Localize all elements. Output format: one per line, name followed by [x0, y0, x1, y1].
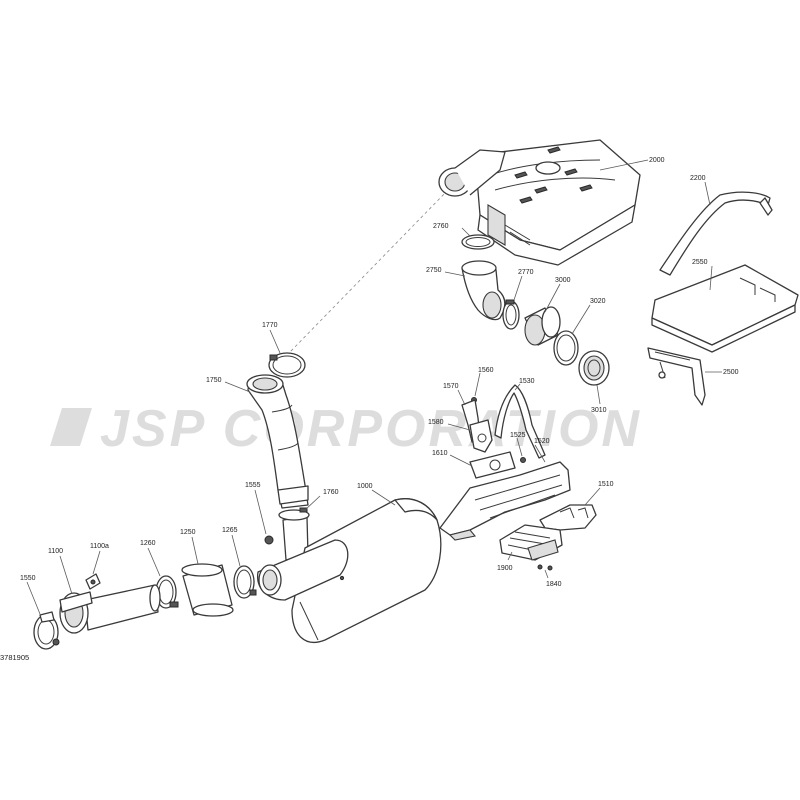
label-2770[interactable]: 2770 [518, 269, 534, 276]
strap-1530-part[interactable] [494, 384, 546, 459]
leader-1510 [584, 487, 601, 506]
leader-3000 [544, 283, 561, 313]
sensor-bung-1100a-part[interactable] [85, 573, 101, 590]
leader-2000 [599, 159, 649, 171]
label-1900[interactable]: 1900 [497, 565, 513, 572]
assembly-dash-line [289, 189, 449, 353]
leader-1100a [92, 550, 101, 575]
grille-1900-part[interactable] [499, 524, 563, 561]
support-bracket-part[interactable] [647, 347, 706, 406]
label-1750[interactable]: 1750 [206, 377, 222, 384]
watermark-logo-icon [50, 408, 92, 446]
sensor-1610-part[interactable] [469, 451, 516, 479]
leader-1555 [254, 489, 267, 535]
nut-1555-part[interactable] [264, 535, 274, 545]
leader-1520 [534, 444, 546, 463]
airbox-part[interactable] [438, 139, 641, 266]
elbow-boot-2750-part[interactable] [461, 260, 506, 321]
leader-1900 [507, 551, 513, 561]
leader-1750 [224, 381, 251, 393]
screw-1525-part[interactable] [520, 457, 526, 463]
label-1265[interactable]: 1265 [222, 527, 238, 534]
label-1550[interactable]: 1550 [20, 575, 36, 582]
label-1840[interactable]: 1840 [546, 581, 562, 588]
leader-1000 [371, 489, 396, 506]
leader-1250 [191, 536, 199, 565]
label-1770[interactable]: 1770 [262, 322, 278, 329]
header-pipe-1100-part[interactable] [59, 584, 161, 634]
leader-1265 [231, 534, 241, 567]
leader-1550 [26, 581, 41, 615]
label-1250[interactable]: 1250 [180, 529, 196, 536]
label-1560[interactable]: 1560 [478, 367, 494, 374]
leader-1610 [449, 454, 473, 467]
label-1100a[interactable]: 1100a [90, 543, 109, 550]
label-2500[interactable]: 2500 [723, 369, 739, 376]
sleeve-1250-part[interactable] [181, 563, 234, 617]
leader-2750 [444, 271, 466, 277]
leader-1840 [544, 569, 549, 579]
leader-1100 [59, 555, 73, 595]
label-1530[interactable]: 1530 [519, 378, 535, 385]
label-2750[interactable]: 2750 [426, 267, 442, 274]
leader-3010 [596, 384, 601, 405]
v-band-clamp-1550-part[interactable] [33, 611, 60, 650]
heat-shield-plate-part[interactable] [651, 264, 799, 353]
leader-1525 [516, 437, 523, 457]
label-1260[interactable]: 1260 [140, 540, 156, 547]
coupler-3000-part[interactable] [524, 306, 561, 346]
label-1000[interactable]: 1000 [357, 483, 373, 490]
leader-1760 [304, 495, 321, 511]
label-1610[interactable]: 1610 [432, 450, 448, 457]
label-2550[interactable]: 2550 [692, 259, 708, 266]
flange-3010-part[interactable] [578, 350, 610, 386]
leader-2200 [704, 181, 711, 206]
clamp-1770-part[interactable] [268, 352, 306, 378]
watermark-text: JSP CORPORATION [100, 400, 642, 458]
label-1510[interactable]: 1510 [598, 481, 614, 488]
label-3010[interactable]: 3010 [591, 407, 607, 414]
screws-1840-part[interactable] [537, 564, 553, 571]
label-2760[interactable]: 2760 [433, 223, 449, 230]
label-2000[interactable]: 2000 [649, 157, 665, 164]
leader-2770 [513, 275, 523, 301]
label-1760[interactable]: 1760 [323, 489, 339, 496]
leader-1560 [474, 372, 481, 397]
label-1555[interactable]: 1555 [245, 482, 261, 489]
leader-1260 [147, 547, 161, 577]
leader-2550 [709, 265, 713, 291]
clamp-2770-part[interactable] [502, 299, 520, 330]
heat-shield-1520-part[interactable] [439, 461, 571, 541]
leader-3020 [571, 304, 591, 335]
leader-1570 [457, 389, 466, 406]
muffler-1000-part[interactable] [257, 498, 442, 643]
label-1570[interactable]: 1570 [443, 383, 459, 390]
clamp-2760-part[interactable] [461, 234, 495, 250]
label-1100[interactable]: 1100 [48, 548, 63, 555]
leader-1530 [514, 383, 521, 391]
label-1580[interactable]: 1580 [428, 419, 444, 426]
label-3020[interactable]: 3020 [590, 298, 606, 305]
label-1525[interactable]: 1525 [510, 432, 526, 439]
label-1520[interactable]: 1520 [534, 438, 550, 445]
clamp-1265-part[interactable] [233, 565, 257, 599]
bracket-1510-part[interactable] [539, 504, 597, 531]
leader-1580 [447, 423, 471, 431]
leader-2760 [461, 227, 471, 237]
label-3000[interactable]: 3000 [555, 277, 571, 284]
clamp-1760-part[interactable] [278, 507, 310, 521]
label-2200[interactable]: 2200 [690, 175, 706, 182]
leader-1770 [269, 329, 281, 354]
sensor-bracket-1580-part[interactable] [469, 419, 493, 453]
bracket-strap-part[interactable] [659, 191, 773, 276]
diagram-code: 3781905 [0, 653, 29, 662]
ring-3020-part[interactable] [553, 330, 579, 366]
